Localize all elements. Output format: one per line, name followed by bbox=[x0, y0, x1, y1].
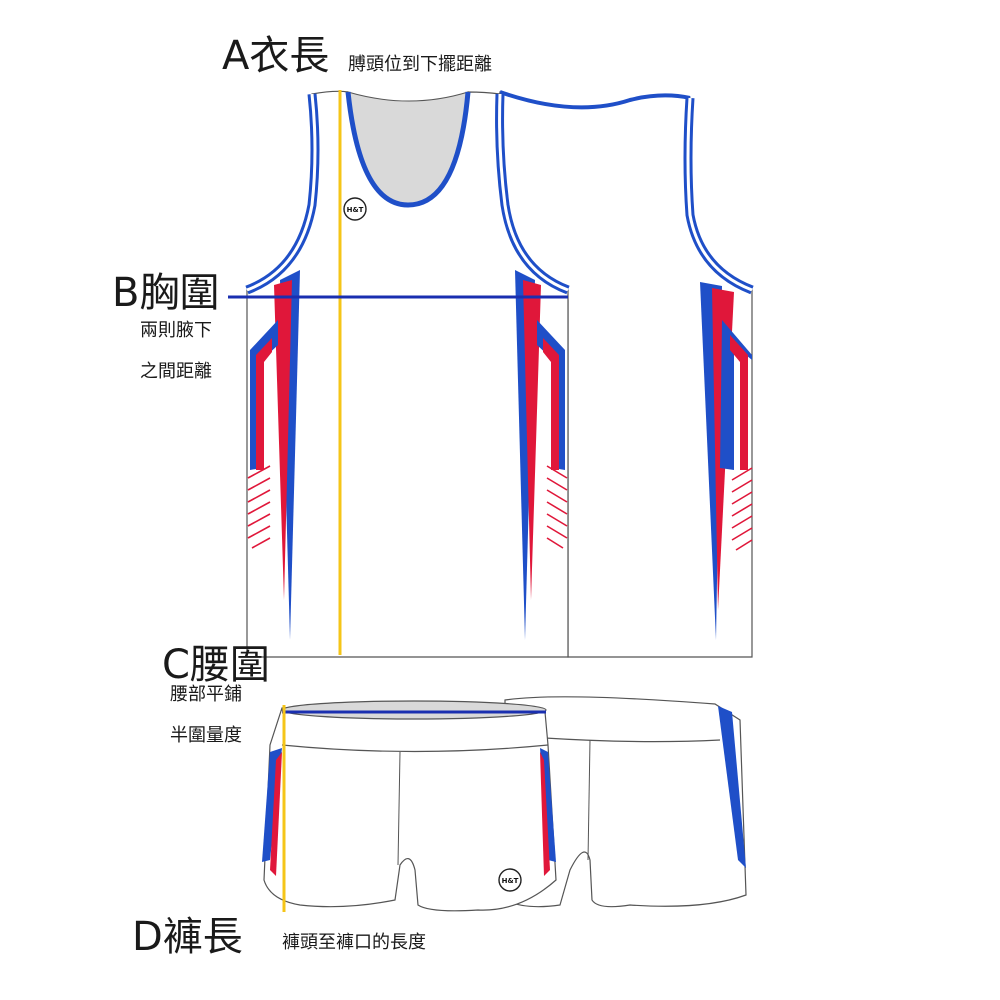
jersey-front: H&T bbox=[245, 90, 570, 658]
jersey-back bbox=[496, 90, 754, 658]
jersey-logo-text: H&T bbox=[347, 206, 364, 214]
label-a-title: A衣長 bbox=[222, 33, 330, 79]
label-b-desc-line2: 之間距離 bbox=[140, 361, 212, 382]
back-hatch bbox=[731, 467, 753, 551]
label-d-desc: 褲頭至褲口的長度 bbox=[282, 932, 426, 953]
label-d-title: D褲長 bbox=[132, 914, 243, 960]
front-left-hatch bbox=[247, 465, 271, 549]
shorts-front: H&T bbox=[262, 700, 557, 912]
shorts-logo-text: H&T bbox=[502, 877, 519, 885]
label-c-title: C腰圍 bbox=[162, 642, 270, 688]
shorts-logo: H&T bbox=[498, 868, 522, 892]
label-c-desc-line2: 半圍量度 bbox=[170, 725, 242, 746]
label-a-desc: 膊頭位到下擺距離 bbox=[348, 54, 492, 75]
label-b-title: B胸圍 bbox=[112, 270, 220, 316]
shorts-back bbox=[504, 696, 747, 908]
front-right-hatch bbox=[546, 465, 568, 549]
jersey-logo: H&T bbox=[343, 197, 367, 221]
label-b-desc-line1: 兩則腋下 bbox=[140, 320, 212, 341]
label-c-desc-line1: 腰部平鋪 bbox=[170, 684, 242, 705]
